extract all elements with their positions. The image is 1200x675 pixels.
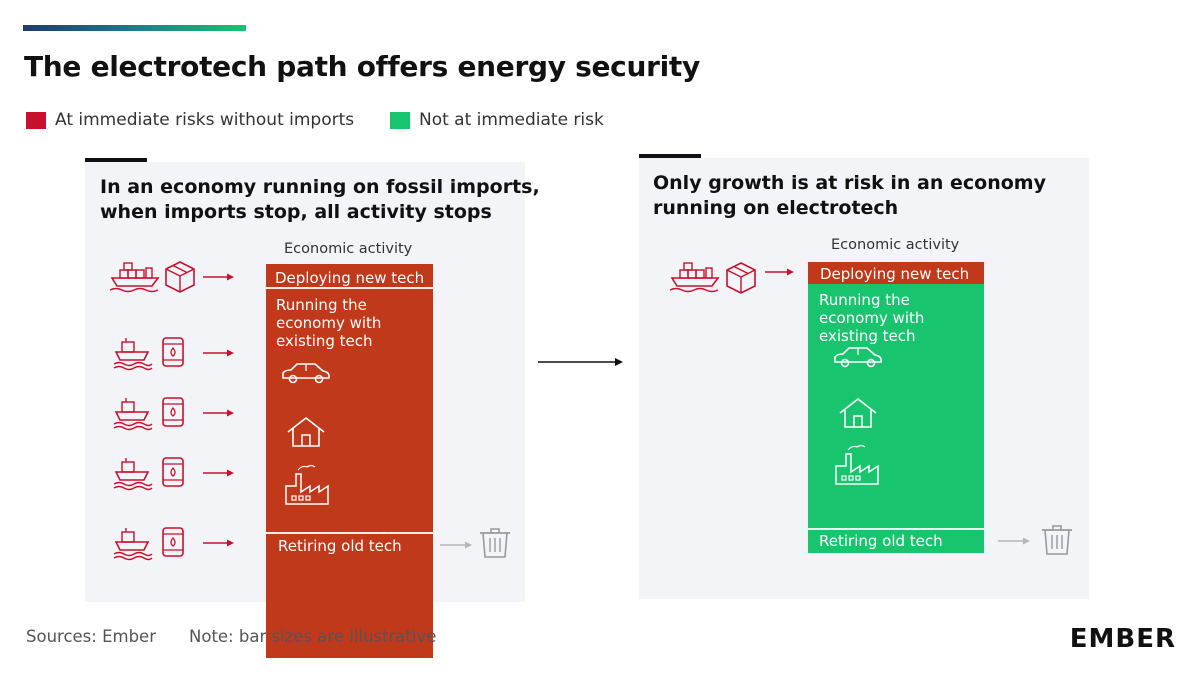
oil-barrel-icon <box>162 457 184 487</box>
package-box-icon <box>726 262 756 294</box>
trash-bin-icon <box>479 528 511 558</box>
package-box-icon <box>165 261 195 293</box>
left-bottom-divider <box>266 532 433 534</box>
trash-bin-icon <box>1041 525 1073 555</box>
transition-arrow <box>538 358 623 366</box>
oil-tanker-icon <box>113 527 153 561</box>
right-import-arrow <box>765 268 794 276</box>
right-retire-arrow <box>998 537 1030 545</box>
legend-item-not-at-risk: Not at immediate risk <box>390 110 604 130</box>
car-icon <box>282 363 330 384</box>
left-top-divider <box>266 287 433 289</box>
left-panel-title-line1: In an economy running on fossil imports, <box>100 176 540 198</box>
legend-label-at-risk: At immediate risks without imports <box>55 110 355 130</box>
left-top-segment-label: Deploying new tech <box>275 269 425 287</box>
footer-note: Note: bar sizes are illustrative <box>189 627 437 646</box>
brand-accent-bar <box>23 25 246 31</box>
left-panel-accent <box>85 158 147 162</box>
factory-icon <box>285 464 329 505</box>
right-panel-title-line1: Only growth is at risk in an economy <box>653 172 1046 194</box>
page-title: The electrotech path offers energy secur… <box>24 50 700 83</box>
left-import-arrows <box>203 273 234 547</box>
right-econ-label: Economic activity <box>831 237 960 253</box>
oil-tanker-icon <box>113 457 153 491</box>
legend-swatch-green <box>390 111 410 129</box>
legend-item-at-risk: At immediate risks without imports <box>26 110 354 130</box>
right-panel: Only growth is at risk in an economy run… <box>639 154 1089 599</box>
right-panel-accent <box>639 154 701 158</box>
house-icon <box>839 398 877 428</box>
oil-tanker-icon <box>113 337 153 371</box>
house-icon <box>287 417 325 447</box>
oil-barrel-icon <box>162 397 184 427</box>
left-panel-title-line2: when imports stop, all activity stops <box>100 201 492 223</box>
left-panel-title: In an economy running on fossil imports,… <box>100 175 540 225</box>
left-econ-label: Economic activity <box>284 241 413 257</box>
oil-barrel-icon <box>162 337 184 367</box>
right-panel-title: Only growth is at risk in an economy run… <box>653 171 1046 221</box>
left-panel: In an economy running on fossil imports,… <box>85 158 540 658</box>
left-middle-segment-label: Running the economy with existing tech <box>276 296 382 350</box>
legend-label-not-at-risk: Not at immediate risk <box>419 110 604 130</box>
container-ship-icon <box>669 262 719 293</box>
factory-icon <box>835 444 879 485</box>
container-ship-icon <box>109 262 159 293</box>
legend-swatch-red <box>26 111 46 129</box>
right-activity-bar: Deploying new tech Running the economy w… <box>808 262 984 553</box>
left-retire-arrow <box>440 541 472 549</box>
right-middle-segment-label: Running the economy with existing tech <box>819 291 925 345</box>
oil-tanker-icon <box>113 397 153 431</box>
ember-logo: EMBER <box>1069 624 1176 654</box>
right-bottom-segment-label: Retiring old tech <box>819 532 943 550</box>
oil-barrel-icon <box>162 527 184 557</box>
left-bottom-segment-label: Retiring old tech <box>278 537 402 555</box>
right-top-segment-label: Deploying new tech <box>820 265 970 283</box>
left-activity-bar: Deploying new tech Running the economy w… <box>266 264 433 658</box>
right-panel-title-line2: running on electrotech <box>653 197 899 219</box>
right-bottom-divider <box>808 528 984 530</box>
footer-sources: Sources: Ember <box>26 627 156 646</box>
car-icon <box>834 347 882 368</box>
